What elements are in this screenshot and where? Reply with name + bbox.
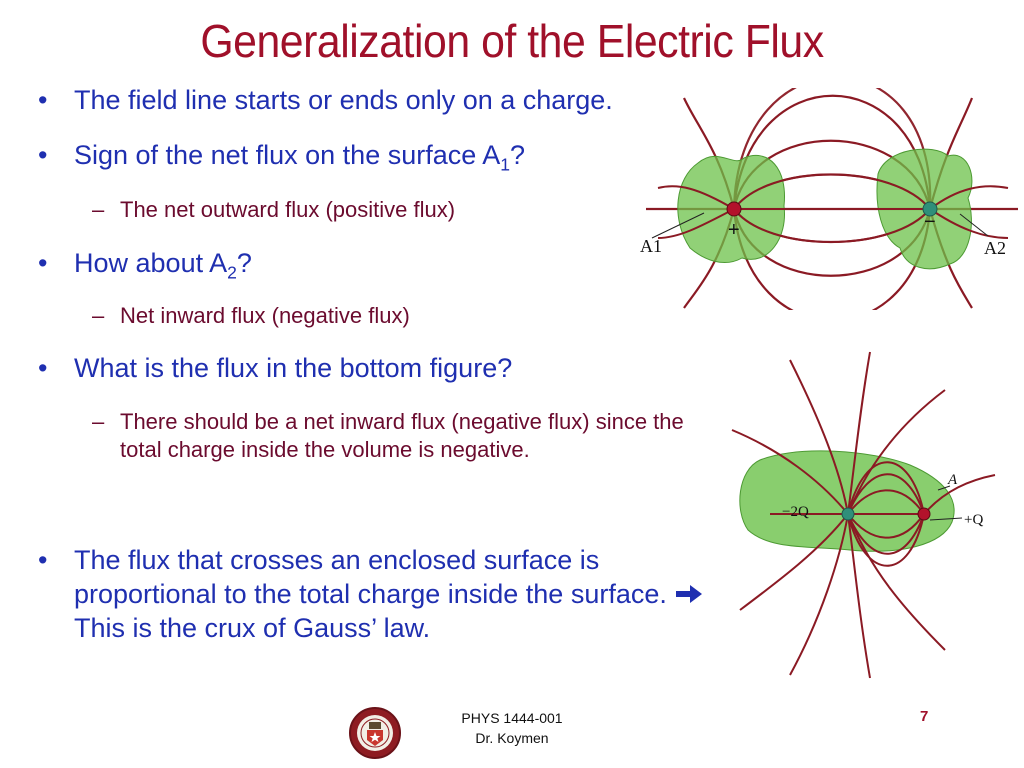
bullet-5: • The flux that crosses an enclosed surf… <box>38 544 718 645</box>
positive-charge <box>917 507 931 521</box>
bullet-text: What is the flux in the bottom figure? <box>74 353 513 383</box>
sub-bullet-text: The net outward flux (positive flux) <box>120 197 456 222</box>
sub-bullet-text: Net inward flux (negative flux) <box>120 303 410 328</box>
university-seal-icon <box>349 707 401 759</box>
instructor-name: Dr. Koymen <box>475 730 549 746</box>
footer-course: PHYS 1444-001 Dr. Koymen <box>452 708 572 748</box>
bullet-marker: • <box>38 248 48 278</box>
sub-bullet-marker: – <box>92 303 105 328</box>
label-a1: A1 <box>640 236 662 256</box>
label-pos-q: +Q <box>964 512 983 528</box>
arrow-right-icon <box>676 584 703 603</box>
bullet-marker: • <box>38 85 48 115</box>
dipole-flux-figure: A1 A2 + − <box>640 88 1018 310</box>
sub-bullet-1: – The net outward flux (positive flux) <box>92 196 722 224</box>
sub-bullet-2: – Net inward flux (negative flux) <box>92 302 722 330</box>
bullet-4: • What is the flux in the bottom figure? <box>38 352 728 384</box>
bullet-marker: • <box>38 140 48 170</box>
bullet-1: • The field line starts or ends only on … <box>38 84 728 116</box>
bullet-text: The field line starts or ends only on a … <box>74 85 613 115</box>
field-lines <box>731 351 996 679</box>
page-number: 7 <box>920 708 929 725</box>
negative-charge <box>922 201 938 217</box>
sub-bullet-marker: – <box>92 197 105 222</box>
footer: PHYS 1444-001 Dr. Koymen 7 <box>0 707 1024 768</box>
bullet-marker: • <box>38 545 48 575</box>
enclosed-charge-figure: A −2Q +Q <box>731 351 996 679</box>
surface-a <box>739 450 955 552</box>
sub-bullet-marker: – <box>92 409 105 434</box>
sub-bullet-text: There should be a net inward flux (negat… <box>120 409 684 462</box>
bullet-text: The flux that crosses an enclosed surfac… <box>38 544 718 645</box>
sub-bullet-3: – There should be a net inward flux (neg… <box>92 408 722 463</box>
bullet-marker: • <box>38 353 48 383</box>
plus-sign: + <box>728 219 740 241</box>
bullet-text: How about A2? <box>74 248 252 283</box>
minus-sign: − <box>924 211 936 233</box>
negative-charge <box>841 507 855 521</box>
bullet-text: Sign of the net flux on the surface A1? <box>74 140 526 175</box>
label-neg-2q: −2Q <box>782 504 809 520</box>
slide-title: Generalization of the Electric Flux <box>200 15 824 67</box>
course-code: PHYS 1444-001 <box>461 710 563 726</box>
label-a: A <box>947 472 958 488</box>
bullet-3: • How about A2? <box>38 247 728 283</box>
bullet-2: • Sign of the net flux on the surface A1… <box>38 139 728 175</box>
label-a2: A2 <box>984 238 1006 258</box>
field-lines-overlay <box>657 173 1009 243</box>
positive-charge <box>726 201 742 217</box>
